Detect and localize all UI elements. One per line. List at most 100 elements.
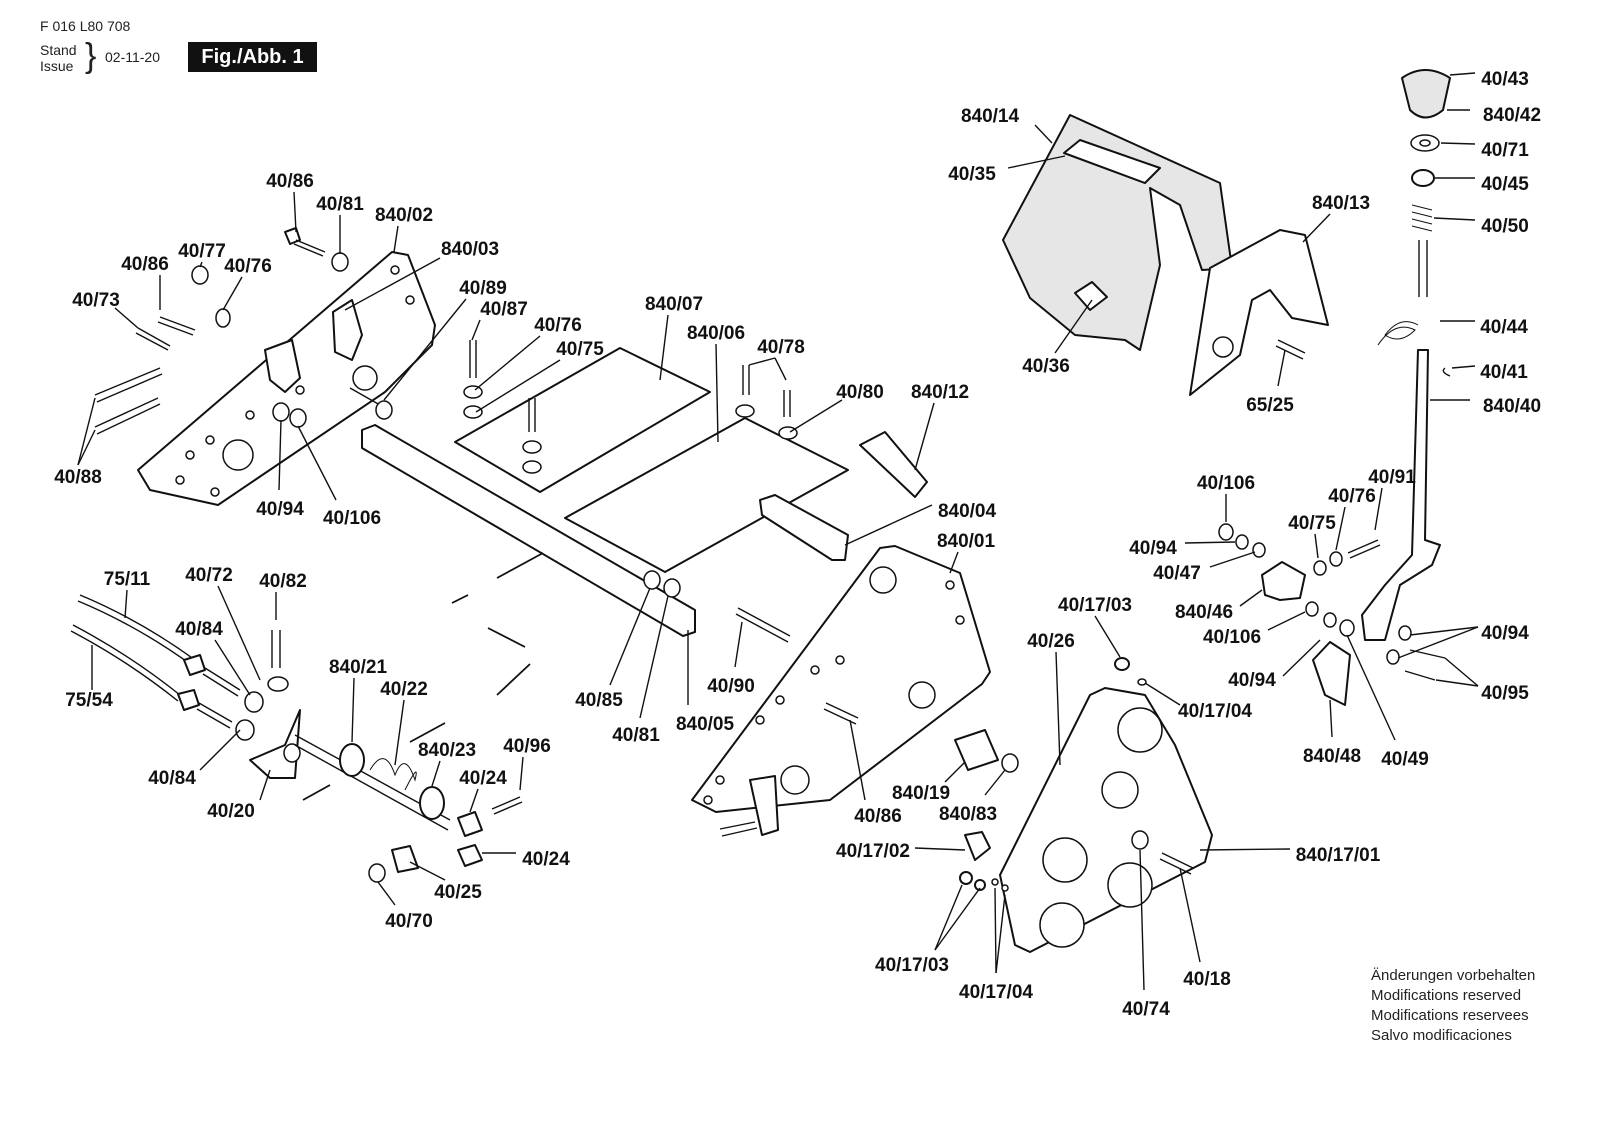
- callout-40-106: 40/106: [1203, 611, 1306, 648]
- leader-line: [994, 887, 997, 974]
- leader-line: [1374, 487, 1383, 531]
- guide-840-12: [859, 431, 928, 498]
- callout-label: 40/86: [266, 171, 314, 192]
- callout-label: 40/50: [1481, 216, 1529, 237]
- stand-issue-label: Stand Issue: [40, 42, 77, 74]
- leader-line: [293, 191, 297, 233]
- callout-label: 840/23: [418, 740, 476, 761]
- bracket-840-03: [332, 299, 363, 361]
- callout-40-84: 40/84: [148, 729, 241, 789]
- figure-label: Fig./Abb. 1: [188, 42, 317, 72]
- callout-40-77: 40/77: [178, 241, 226, 268]
- side-plate-right: [691, 545, 991, 813]
- callout-40-71: 40/71: [1440, 140, 1529, 161]
- callout-label: 40/25: [434, 882, 482, 903]
- callout-label: 75/54: [65, 690, 113, 711]
- plate-840-06: [564, 417, 849, 573]
- callout-label: 840/13: [1312, 193, 1370, 214]
- callout-840-12: 840/12: [911, 382, 969, 471]
- callout-label: 40/45: [1481, 174, 1529, 195]
- callout-40-44: 40/44: [1440, 317, 1528, 338]
- callout-40-106: 40/106: [297, 425, 381, 529]
- leader-line: [259, 769, 271, 801]
- callout-40-89: 40/89: [383, 278, 507, 401]
- callout-label: 40/17/03: [875, 955, 949, 976]
- leader-line: [1435, 679, 1479, 687]
- callout-label: 40/17/03: [1058, 595, 1132, 616]
- leader-line: [1277, 349, 1286, 387]
- leader-line: [297, 425, 337, 501]
- callout-label: 840/04: [938, 501, 997, 522]
- callout-40-94: 40/94: [1129, 538, 1236, 559]
- leader-line: [1209, 551, 1256, 568]
- callout-label: 40/94: [1228, 670, 1276, 691]
- callout-label: 40/24: [522, 849, 570, 870]
- leader-line: [1409, 626, 1479, 636]
- leader-line: [1335, 506, 1346, 551]
- callout-40-35: 40/35: [948, 155, 1066, 185]
- callout-40-47: 40/47: [1153, 551, 1256, 584]
- cable-75-11: [79, 594, 196, 661]
- issue-date: 02-11-20: [105, 49, 161, 65]
- leader-line: [1346, 634, 1396, 741]
- leader-line: [114, 307, 139, 329]
- leader-line: [914, 847, 966, 851]
- leader-line: [1329, 699, 1333, 738]
- leader-line: [1314, 533, 1319, 559]
- callout-label: 40/106: [1203, 627, 1261, 648]
- callout-label: 40/95: [1481, 683, 1529, 704]
- callout-40-94: 40/94: [1228, 639, 1321, 691]
- cross-bar-840-05: [361, 424, 696, 637]
- leader-line: [1144, 682, 1181, 706]
- leader-line: [1054, 299, 1093, 354]
- leader-line: [469, 788, 479, 813]
- callout-40-26: 40/26: [1027, 631, 1075, 766]
- callout-840-01: 840/01: [937, 531, 996, 574]
- callout-label: 40/82: [259, 571, 307, 592]
- leader-line: [944, 761, 966, 783]
- callout-40-75: 40/75: [475, 339, 604, 413]
- callout-75-54: 75/54: [65, 645, 113, 711]
- callout-label: 40/36: [1022, 356, 1070, 377]
- leader-line: [394, 699, 405, 766]
- leader-line: [774, 357, 787, 381]
- document-number: F 016 L80 708: [40, 18, 131, 34]
- callout-75-11: 75/11: [104, 569, 151, 619]
- callout-label: 840/40: [1483, 396, 1541, 417]
- callout-40-91: 40/91: [1368, 467, 1416, 531]
- callout-840-83: 840/83: [939, 769, 1006, 825]
- callout-40-84: 40/84: [175, 619, 251, 696]
- callout-label: 840/01: [937, 531, 996, 552]
- callout-label: 40/85: [575, 690, 623, 711]
- leader-line: [1199, 848, 1291, 851]
- leader-line: [344, 257, 441, 311]
- callout-label: 40/76: [534, 315, 582, 336]
- callout-840-13: 840/13: [1302, 193, 1370, 243]
- callout-label: 40/17/04: [959, 982, 1033, 1003]
- plate-840-07: [454, 347, 711, 493]
- leader-line: [199, 729, 241, 771]
- callout-840-14: 840/14: [961, 106, 1053, 144]
- callout-label: 40/86: [121, 254, 169, 275]
- callout-40-41: 40/41: [1451, 362, 1528, 383]
- callout-40-76: 40/76: [1328, 486, 1376, 551]
- callout-840-48: 840/48: [1303, 699, 1361, 767]
- callout-label: 40/88: [54, 467, 102, 488]
- callout-label: 40/76: [1328, 486, 1376, 507]
- callout-label: 40/47: [1153, 563, 1201, 584]
- leader-line: [474, 335, 541, 391]
- leader-line: [984, 769, 1006, 796]
- leader-line: [519, 756, 524, 791]
- leader-line: [1007, 155, 1066, 169]
- callout-40-17-04: 40/17/04: [1144, 682, 1252, 722]
- callout-840-05: 840/05: [676, 630, 734, 735]
- callout-40-17-04: 40/17/04: [959, 887, 1033, 1003]
- callout-label: 40/84: [175, 619, 223, 640]
- callout-label: 40/74: [1122, 999, 1170, 1020]
- leader-line: [1433, 217, 1476, 221]
- bracket-left-small: [264, 339, 301, 393]
- leader-line: [393, 225, 399, 253]
- callout-label: 40/22: [380, 679, 428, 700]
- callout-40-78: 40/78: [748, 337, 805, 381]
